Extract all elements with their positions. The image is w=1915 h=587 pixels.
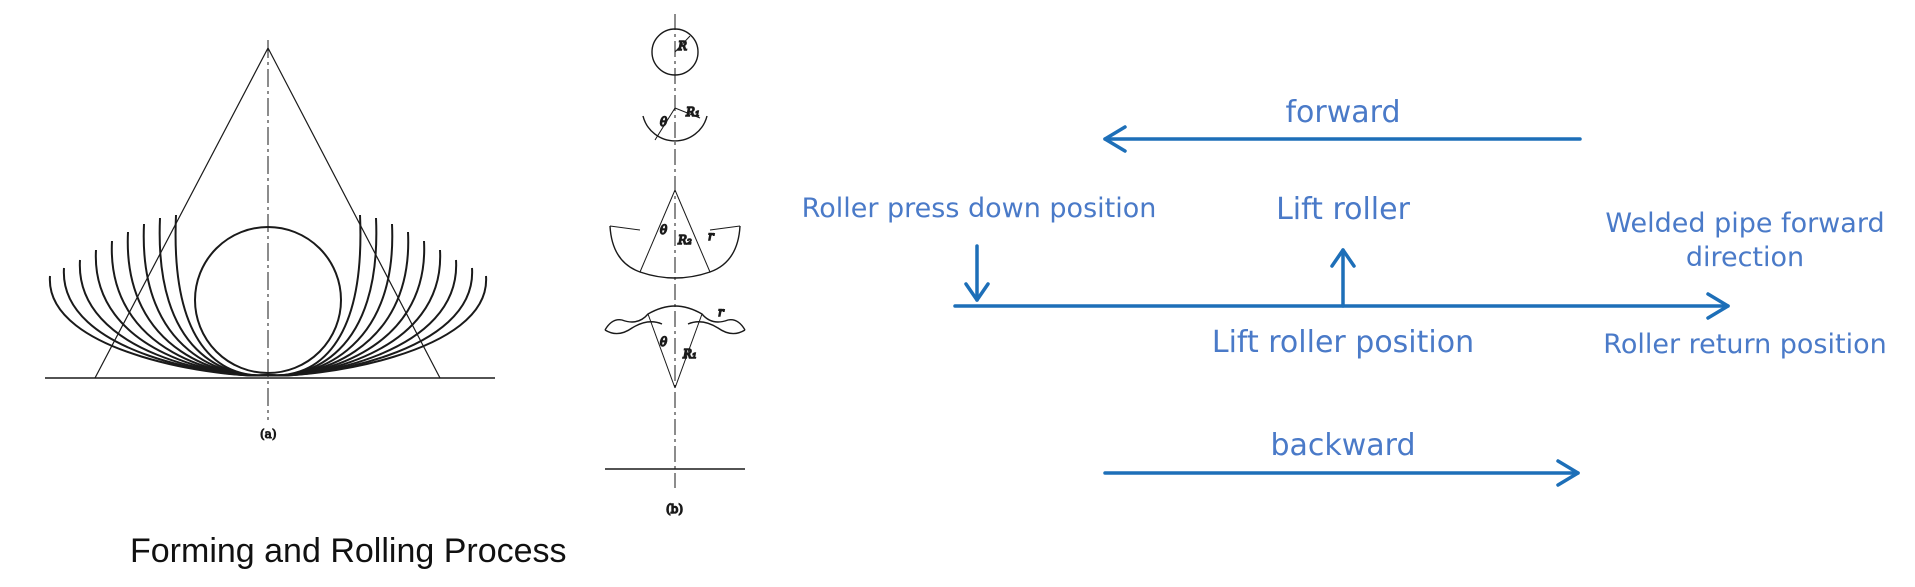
v-right-edge — [674, 313, 703, 389]
figure-a-label: (a) — [260, 427, 277, 441]
forward-label: forward — [1285, 95, 1400, 130]
wave-lower — [604, 321, 663, 335]
process-labels: forward Roller press down position Lift … — [802, 95, 1887, 463]
process-arrows — [953, 125, 1730, 487]
step-4-r-label: R₁ — [682, 347, 697, 361]
radius-line — [674, 35, 691, 53]
section-step-3: θ R₂ r — [609, 189, 741, 279]
fan-right-edge — [674, 189, 711, 273]
step-4-small-r-label: r — [718, 305, 725, 319]
step-3-small-r-label: r — [708, 229, 715, 243]
welded-direction-label-line-1: Welded pipe forward — [1605, 208, 1884, 239]
forming-circle — [194, 226, 342, 374]
backward-arrow-head — [1556, 459, 1580, 487]
forming-flower-figure: (a) — [45, 40, 495, 442]
track-arrow-head — [1706, 292, 1730, 320]
triangle-right-side — [267, 47, 441, 379]
step-2-theta: θ — [660, 115, 668, 129]
section-step-2: θ R₁ — [642, 104, 708, 142]
forming-curve — [48, 275, 488, 377]
step-4-theta: θ — [660, 335, 668, 349]
step-1-r-label: R — [677, 39, 687, 53]
fan-left-edge — [639, 189, 676, 273]
radius-line-left — [654, 107, 676, 141]
circle-outline — [651, 28, 699, 76]
triangle-left-side — [94, 47, 269, 379]
arc-outline — [642, 115, 708, 142]
lift-roller-position-label: Lift roller position — [1212, 325, 1474, 360]
v-left-edge — [647, 313, 676, 389]
wave-lower-right — [687, 321, 746, 335]
lift-arrow-head — [1330, 248, 1356, 268]
cross-section-figure: R θ R₁ θ R₂ r θ R₁ — [604, 14, 746, 517]
step-3-r-label: R₂ — [677, 233, 692, 247]
fan-outline — [609, 225, 741, 279]
fan-top-left — [609, 225, 641, 231]
step-3-theta: θ — [660, 223, 668, 237]
fan-top-right — [709, 225, 741, 231]
press-down-arrow-head — [964, 282, 990, 302]
section-step-4: θ R₁ r — [604, 304, 746, 389]
figure-caption: Forming and Rolling Process — [130, 532, 567, 570]
press-down-label: Roller press down position — [802, 193, 1157, 224]
step-2-r-label: R₁ — [685, 105, 700, 119]
radius-line-right — [674, 107, 701, 119]
forward-arrow-head — [1103, 125, 1127, 153]
backward-label: backward — [1270, 428, 1415, 463]
figure-b-label: (b) — [666, 502, 683, 516]
wave-outline — [604, 305, 746, 331]
welded-direction-label-line-2: direction — [1686, 242, 1804, 273]
forming-curves — [48, 214, 488, 377]
return-position-label: Roller return position — [1603, 329, 1886, 360]
section-step-1: R — [651, 28, 699, 76]
lift-roller-label: Lift roller — [1276, 192, 1411, 227]
